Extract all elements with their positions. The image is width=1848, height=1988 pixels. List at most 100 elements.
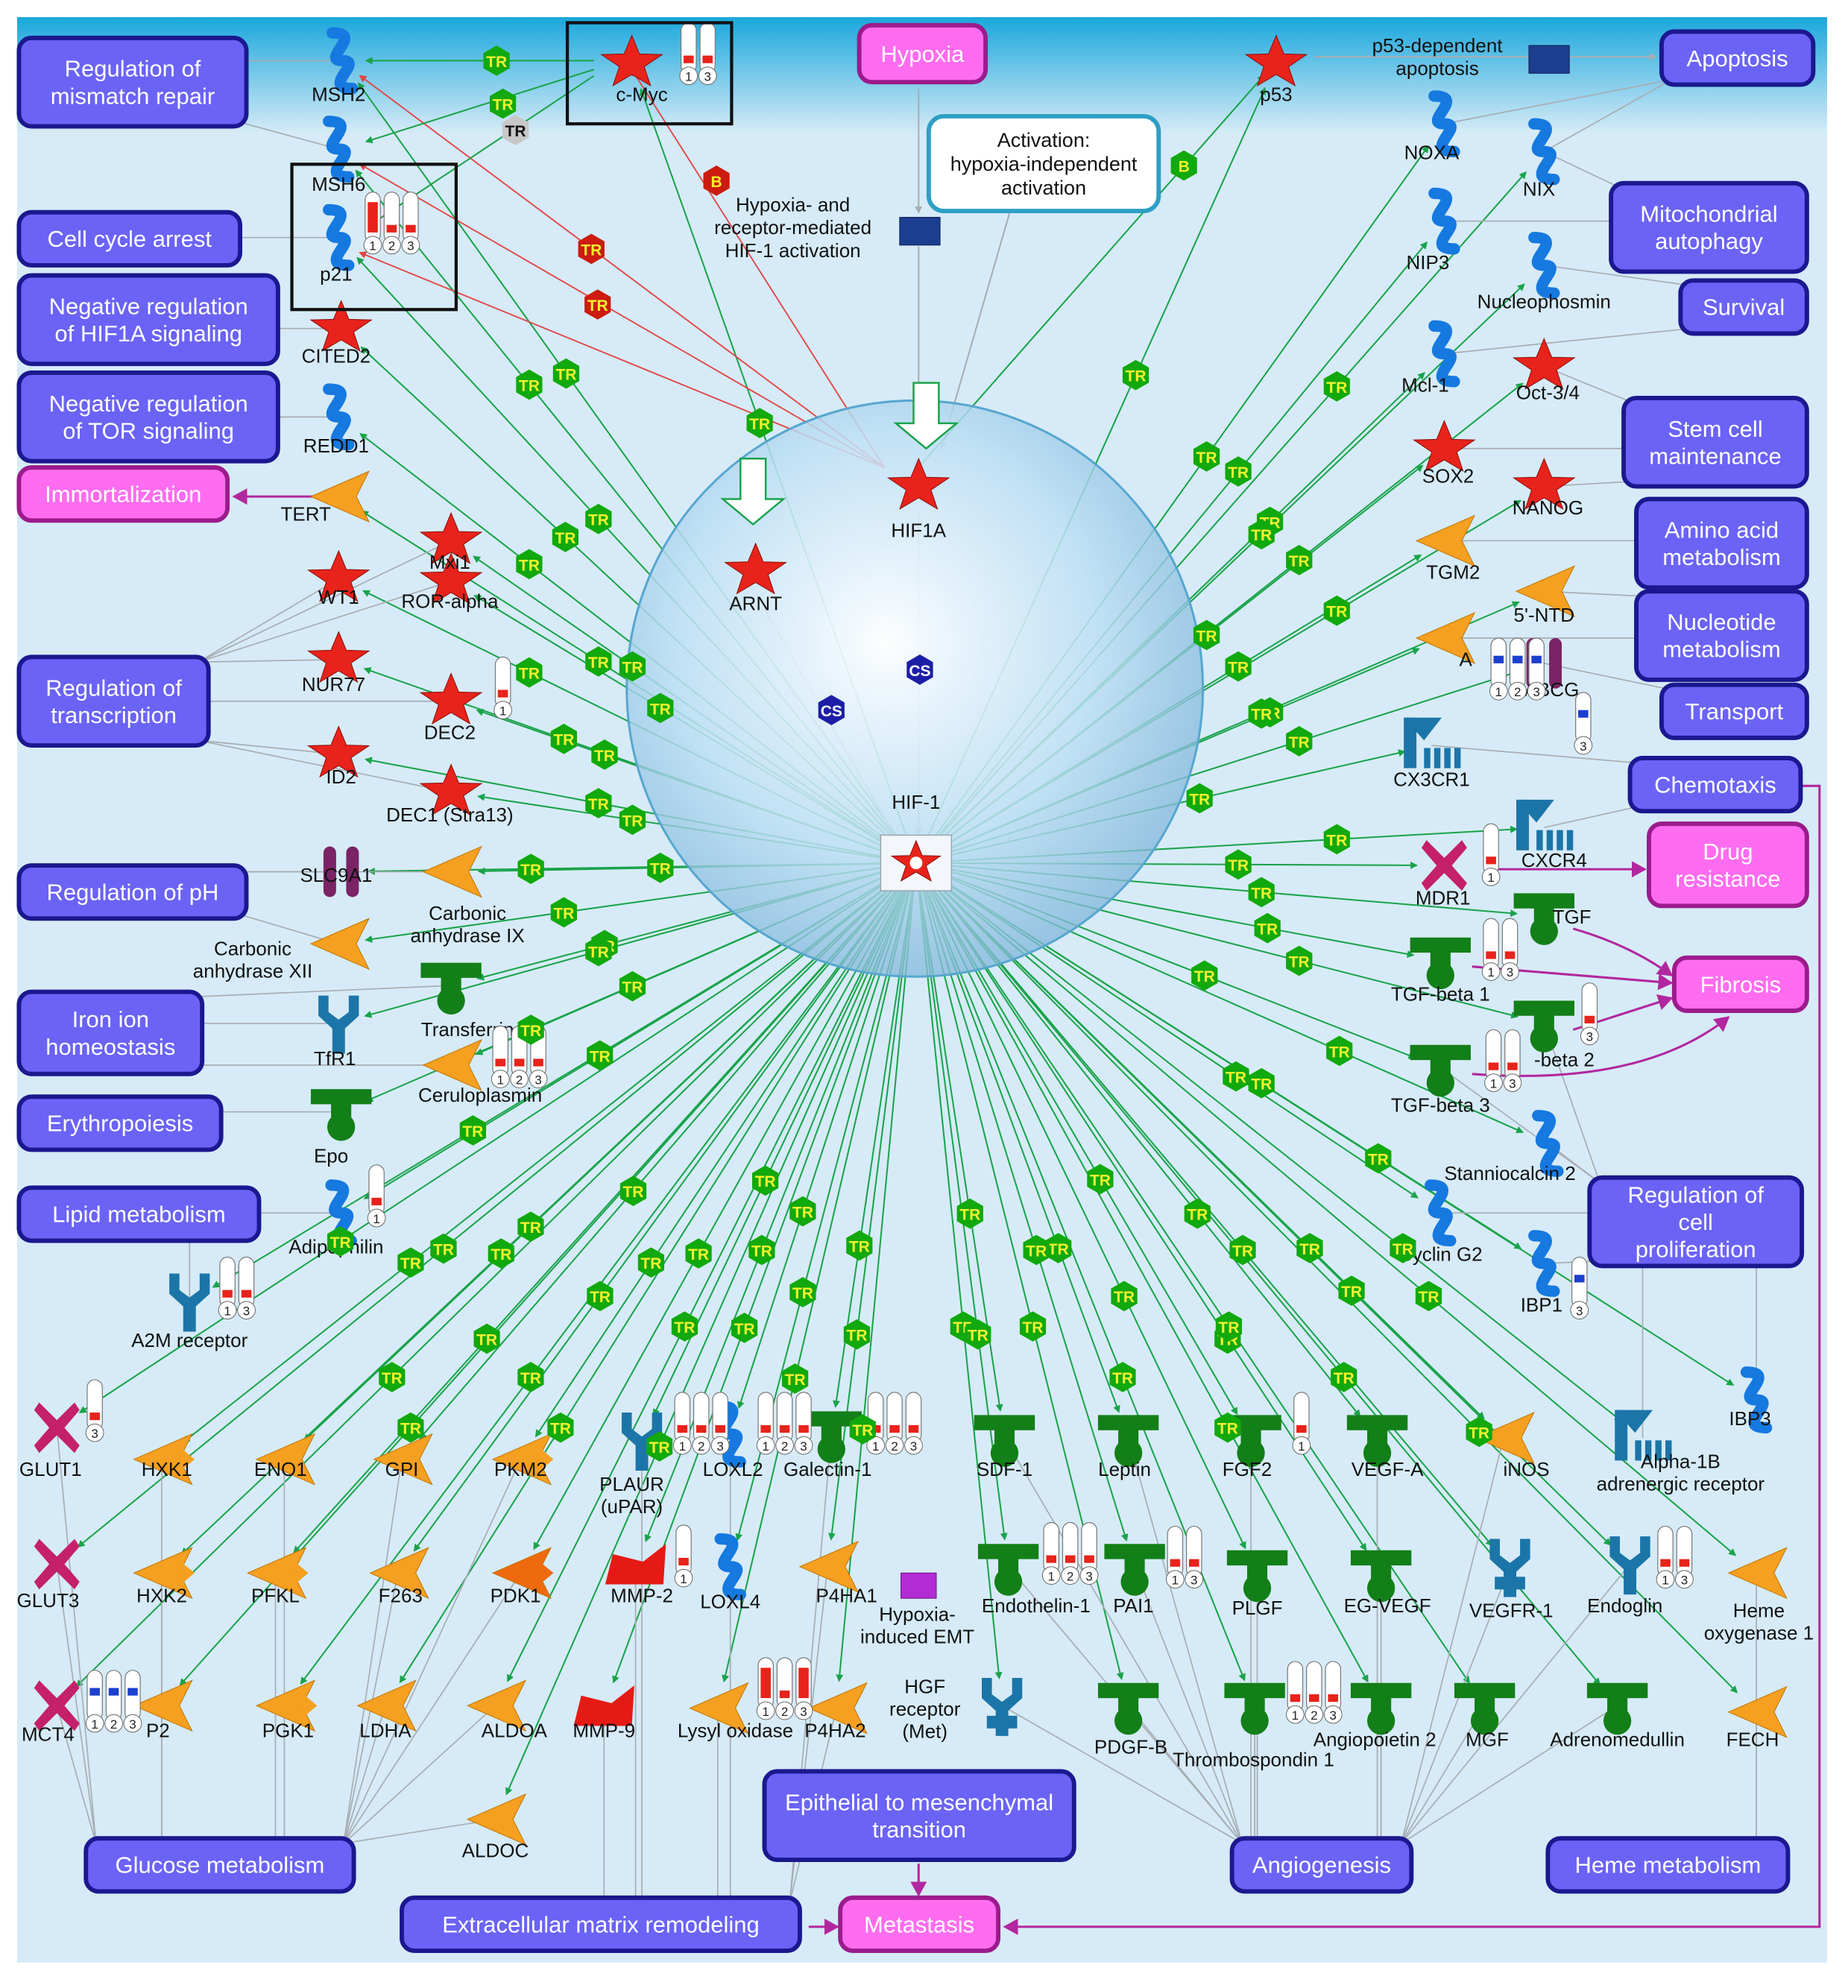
- node-nucleophosmin[interactable]: [1528, 232, 1560, 299]
- node-angiop2[interactable]: [1350, 1682, 1412, 1735]
- node-ntd[interactable]: [1515, 565, 1576, 618]
- node-wt1[interactable]: [306, 549, 370, 602]
- process-box-cellcycle[interactable]: Cell cycle arrest: [16, 209, 243, 268]
- node-nur77[interactable]: [306, 631, 370, 684]
- node-pdgfb[interactable]: [1097, 1682, 1159, 1735]
- node-mmp9[interactable]: [573, 1685, 634, 1726]
- node-leptin[interactable]: [1097, 1415, 1159, 1467]
- node-mgf[interactable]: [1454, 1682, 1516, 1735]
- node-mmp2[interactable]: [605, 1544, 666, 1585]
- node-mdr1[interactable]: [1421, 840, 1467, 891]
- node-hgfr[interactable]: [982, 1677, 1023, 1736]
- node-a_enzyme[interactable]: [1415, 612, 1476, 664]
- node-hif1[interactable]: [880, 834, 953, 892]
- node-mxi1[interactable]: [419, 511, 483, 564]
- node-cx3cr1[interactable]: [1404, 717, 1461, 769]
- node-pai1[interactable]: [1104, 1544, 1165, 1596]
- node-alpha1b[interactable]: [1615, 1410, 1672, 1461]
- node-f263[interactable]: [369, 1547, 429, 1600]
- node-a2m[interactable]: [169, 1273, 210, 1332]
- node-nix[interactable]: [1528, 118, 1560, 186]
- node-noxa[interactable]: [1428, 90, 1460, 158]
- node-aldoc[interactable]: [466, 1793, 527, 1846]
- node-roralpha[interactable]: [419, 552, 483, 605]
- process-box-transport[interactable]: Transport: [1659, 682, 1809, 740]
- node-loxl2[interactable]: [714, 1400, 746, 1468]
- node-galectin[interactable]: [801, 1411, 862, 1463]
- node-p4ha1[interactable]: [798, 1540, 859, 1593]
- node-sox2[interactable]: [1413, 420, 1476, 473]
- process-box-apoptosis[interactable]: Apoptosis: [1659, 29, 1816, 87]
- node-p53[interactable]: [1244, 34, 1308, 87]
- hypoxia-box[interactable]: Hypoxia: [857, 22, 988, 85]
- node-eno1[interactable]: [255, 1433, 316, 1486]
- process-box-survival[interactable]: Survival: [1678, 278, 1809, 336]
- process-box-immortal[interactable]: Immortalization: [16, 465, 230, 523]
- node-lysyl[interactable]: [689, 1682, 749, 1735]
- node-transferrin[interactable]: [420, 962, 482, 1015]
- node-pkm2[interactable]: [491, 1433, 554, 1486]
- node-inos[interactable]: [1475, 1412, 1535, 1464]
- node-cerulo[interactable]: [422, 1038, 482, 1091]
- node-stanniocalcin[interactable]: [1532, 1110, 1564, 1177]
- node-tgfb2[interactable]: [1513, 1000, 1574, 1053]
- node-p4ha2[interactable]: [807, 1682, 868, 1735]
- node-plaur[interactable]: [621, 1413, 663, 1471]
- node-egvegf[interactable]: [1350, 1550, 1412, 1603]
- node-tgfb1[interactable]: [1410, 937, 1471, 990]
- node-plgf[interactable]: [1226, 1550, 1288, 1603]
- process-box-erythro[interactable]: Erythropoiesis: [16, 1094, 224, 1152]
- node-dec1[interactable]: [419, 763, 483, 816]
- node-emt_node[interactable]: [901, 1572, 937, 1599]
- node-hxk2[interactable]: [133, 1547, 195, 1600]
- node-vegfa[interactable]: [1346, 1415, 1408, 1467]
- node-slc9a1[interactable]: [323, 846, 359, 897]
- node-thrombo[interactable]: [1224, 1682, 1285, 1735]
- node-heme_ox[interactable]: [1727, 1547, 1788, 1600]
- node-tgfb3[interactable]: [1410, 1044, 1471, 1097]
- node-tfr1[interactable]: [318, 995, 359, 1054]
- node-nanog[interactable]: [1512, 457, 1576, 510]
- node-id2[interactable]: [306, 725, 370, 778]
- node-aldoa[interactable]: [466, 1679, 527, 1732]
- node-sdf1[interactable]: [974, 1415, 1035, 1467]
- node-ca9[interactable]: [422, 845, 482, 898]
- process-box-fibrosis[interactable]: Fibrosis: [1671, 955, 1809, 1013]
- node-cyclin_g2[interactable]: [1425, 1179, 1457, 1247]
- node-tgf[interactable]: [1513, 893, 1574, 945]
- node-hxk1[interactable]: [133, 1433, 195, 1486]
- node-endoglin[interactable]: [1609, 1536, 1650, 1595]
- node-mct4[interactable]: [34, 1680, 80, 1732]
- node-ibp1[interactable]: [1528, 1230, 1560, 1297]
- process-box-lipid[interactable]: Lipid metabolism: [16, 1185, 262, 1243]
- node-vegfr1[interactable]: [1489, 1539, 1530, 1597]
- node-tgm2[interactable]: [1415, 514, 1476, 567]
- node-nip3[interactable]: [1428, 187, 1460, 255]
- node-tert[interactable]: [309, 470, 370, 523]
- node-p21[interactable]: [323, 203, 355, 271]
- node-pdk1[interactable]: [491, 1547, 554, 1600]
- node-glut1[interactable]: [34, 1402, 80, 1454]
- process-box-heme_met[interactable]: Heme metabolism: [1545, 1836, 1791, 1894]
- node-pfkl[interactable]: [246, 1547, 309, 1600]
- node-p2[interactable]: [133, 1679, 193, 1732]
- node-redd1[interactable]: [323, 383, 355, 451]
- node-arnt[interactable]: [724, 542, 787, 595]
- node-epo[interactable]: [310, 1089, 372, 1141]
- node-cmyc[interactable]: [600, 34, 663, 87]
- node-msh6[interactable]: [323, 116, 355, 183]
- process-box-glucose[interactable]: Glucose metabolism: [83, 1836, 356, 1894]
- node-fech[interactable]: [1727, 1685, 1788, 1738]
- node-endothelin[interactable]: [977, 1544, 1039, 1596]
- node-ca12[interactable]: [309, 918, 370, 971]
